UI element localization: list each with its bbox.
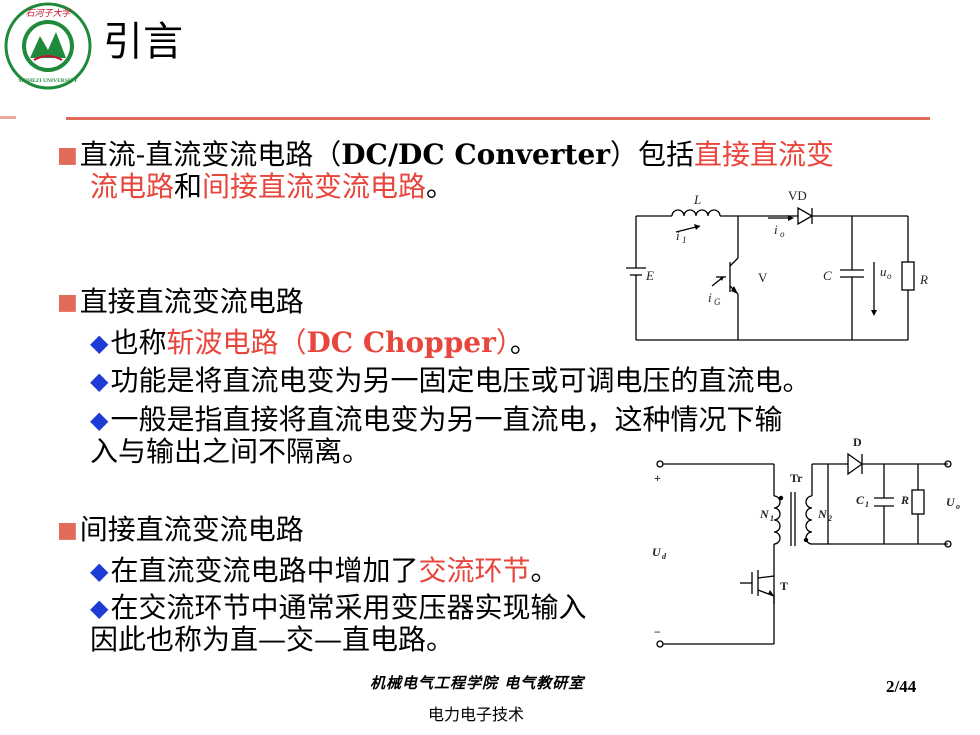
p2-bullet3-line1: ◆一般是指直接将直流电变为另一直流电，这种情况下输 [90, 404, 782, 436]
label-R: R [919, 272, 928, 287]
label-N2-sub: 2 [827, 514, 832, 523]
diamond-bullet-icon: ◆ [90, 594, 109, 622]
label-Ud: U [652, 545, 662, 559]
footer-department: 机械电气工程学院 电气教研室 [370, 674, 585, 692]
label-Ud-sub: d [662, 552, 667, 561]
p2-heading-text: 直接直流变流电路 [79, 285, 304, 318]
p3-b1-end: 。 [530, 554, 559, 587]
p3-bullet2-line2: 因此也称为直—交—直电路。 [90, 623, 455, 656]
p3-b2-text1: 在交流环节中通常采用变压器实现输入 [110, 592, 587, 624]
p1-red-1: 直接直流变 [694, 138, 835, 171]
page-number: 2/44 [886, 677, 917, 696]
diamond-bullet-icon: ◆ [90, 406, 109, 434]
label-Tr: Tr [790, 471, 803, 485]
label-iG: i [708, 290, 712, 305]
label-iG-sub: G [714, 297, 721, 307]
label-N2: N [817, 507, 828, 521]
p2-b3-text1: 一般是指直接将直流电变为另一直流电，这种情况下输 [110, 403, 783, 436]
logo-top-text: 石河子大学 [25, 8, 71, 18]
p3-heading-text: 间接直流变流电路 [79, 513, 304, 546]
footer-course: 电力电子技术 [428, 705, 525, 724]
p1-red-3: 间接直流变流电路 [202, 170, 427, 203]
p2-bullet3-line2: 入与输出之间不隔离。 [90, 435, 371, 468]
p3-bullet2-line1: ◆在交流环节中通常采用变压器实现输入 [90, 592, 650, 624]
label-N1: N [759, 507, 770, 521]
label-minus-in: − [654, 625, 661, 639]
square-bullet-icon: ■ [57, 290, 78, 315]
p1-text-a: 直流-直流变流电路（ [79, 138, 342, 171]
label-T: T [780, 579, 788, 593]
square-bullet-icon: ■ [57, 518, 78, 543]
p1-line2: 流电路和间接直流变流电路。 [90, 171, 454, 203]
label-N1-sub: 1 [770, 514, 774, 523]
p2-bullet1: ◆也称斩波电路（DC Chopper）。 [90, 327, 538, 359]
label-C1-sub: 1 [865, 500, 869, 509]
label-R2: R [900, 493, 909, 507]
chopper-circuit-diagram: L i i E i C u R 1 o G o VD V [626, 188, 928, 341]
title-left-accent [0, 116, 16, 119]
label-uo: u [880, 264, 887, 279]
square-bullet-icon: ■ [57, 143, 78, 168]
p2-b1-red: 斩波电路（ [166, 326, 307, 359]
p2-b2-text: 功能是将直流电变为另一固定电压或可调电压的直流电。 [110, 364, 811, 397]
label-Uo: U [946, 495, 956, 509]
label-plus-in: + [654, 471, 661, 485]
title-divider [66, 117, 930, 120]
p2-heading: ■直接直流变流电路 [57, 286, 304, 319]
label-E: E [645, 268, 654, 283]
university-logo: 石河子大学 1949 SHIHEZI UNIVERSITY [4, 2, 92, 90]
label-VD: VD [788, 188, 807, 203]
p1-and: 和 [174, 170, 203, 203]
p2-bullet2: ◆功能是将直流电变为另一固定电压或可调电压的直流电。 [90, 365, 810, 397]
p3-b1-red: 交流环节 [418, 554, 531, 587]
label-L: L [693, 192, 701, 207]
label-i1: i [676, 228, 680, 243]
label-D: D [853, 435, 862, 449]
p3-heading: ■间接直流变流电路 [57, 514, 304, 547]
label-io: i [774, 222, 778, 237]
p2-b1-a: 也称 [110, 326, 167, 359]
p3-bullet1: ◆在直流变流电路中增加了交流环节。 [90, 555, 559, 587]
label-Uo-sub: o [956, 502, 960, 511]
label-V: V [758, 270, 768, 285]
p2-b1-end: 。 [509, 326, 538, 359]
label-uo-sub: o [887, 271, 892, 281]
p3-b1-a: 在直流变流电路中增加了 [110, 554, 419, 587]
diamond-bullet-icon: ◆ [90, 367, 109, 395]
label-i1-sub: 1 [682, 235, 687, 245]
isolated-converter-diagram: D Tr T + − N N C R U U 1 2 1 o d [652, 435, 960, 648]
p1-text-c: ）包括 [610, 138, 695, 171]
diamond-bullet-icon: ◆ [90, 557, 109, 585]
p2-b1-red-end: ） [495, 326, 510, 359]
p2-b1-chopper: DC Chopper [306, 326, 496, 359]
p1-end: 。 [426, 170, 455, 203]
p1-red-2: 流电路 [90, 170, 175, 203]
slide-title: 引言 [103, 19, 183, 65]
label-C: C [823, 268, 832, 283]
logo-bottom-text: SHIHEZI UNIVERSITY [18, 78, 77, 84]
label-C1: C [856, 493, 865, 507]
label-io-sub: o [780, 229, 785, 239]
diamond-bullet-icon: ◆ [90, 329, 109, 357]
logo-year: 1949 [43, 69, 54, 74]
p1-line1: ■直流-直流变流电路（DC/DC Converter）包括直接直流变 [57, 139, 834, 172]
p1-text-dc: DC/DC Converter [341, 138, 611, 171]
